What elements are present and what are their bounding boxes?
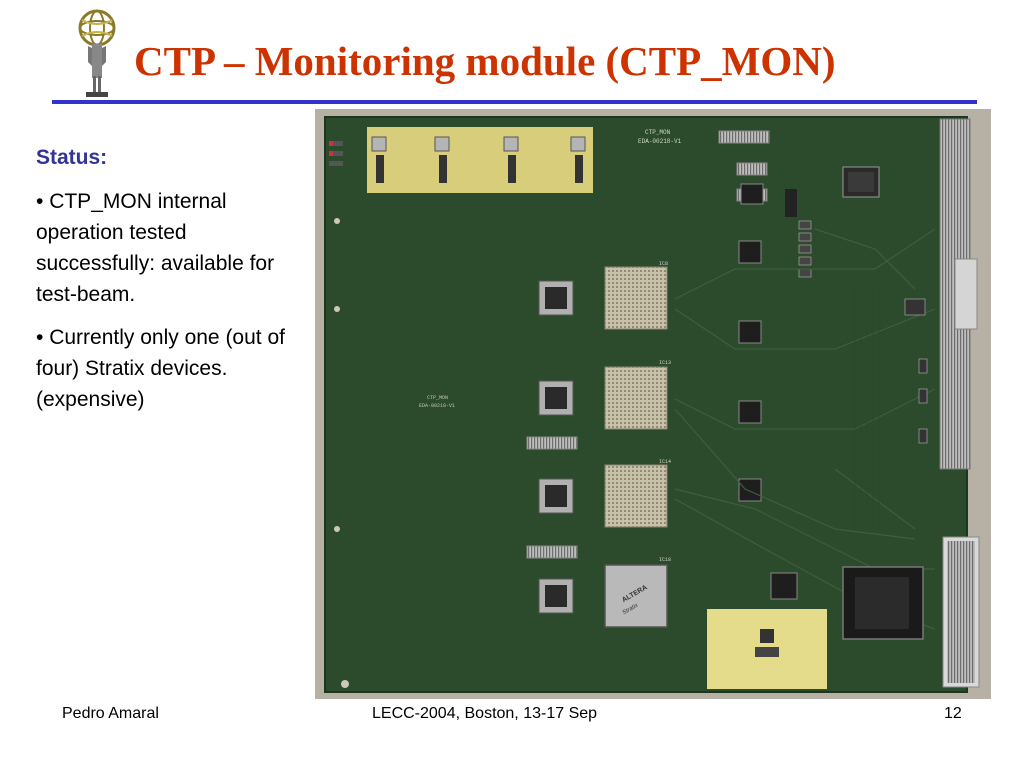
- bullet-text: Currently only one (out of four) Stratix…: [36, 326, 285, 411]
- bullet-item: • CTP_MON internal operation tested succ…: [36, 190, 275, 306]
- fpga-label: IC13: [659, 360, 671, 366]
- bullet-item: • Currently only one (out of four) Strat…: [36, 326, 285, 411]
- stratix-chip: [604, 564, 668, 628]
- slide-title: CTP – Monitoring module (CTP_MON): [134, 38, 836, 84]
- silk-title: CTP_MON: [645, 129, 671, 136]
- status-text-block: Status: • CTP_MON internal operation tes…: [36, 145, 296, 427]
- silk-part: EDA-00218-V1: [638, 138, 682, 145]
- silk-title-center: CTP_MON: [427, 395, 448, 401]
- atlas-logo-icon: [78, 9, 116, 97]
- footer-author: Pedro Amaral: [62, 705, 159, 722]
- page-number: 12: [944, 705, 962, 722]
- fpga-label: IC14: [659, 459, 671, 465]
- ctp-mon-board-photo: CTP_MON EDA-00218-V1: [315, 109, 991, 699]
- fpga-label: IC18: [659, 557, 671, 563]
- fpga-label: IC8: [659, 261, 668, 267]
- bullet-text: CTP_MON internal operation tested succes…: [36, 190, 275, 306]
- silk-part-center: EDA-00218-V1: [419, 403, 455, 409]
- status-label: Status:: [36, 146, 108, 169]
- footer-event: LECC-2004, Boston, 13-17 Sep: [372, 705, 598, 722]
- title-divider: [52, 100, 977, 104]
